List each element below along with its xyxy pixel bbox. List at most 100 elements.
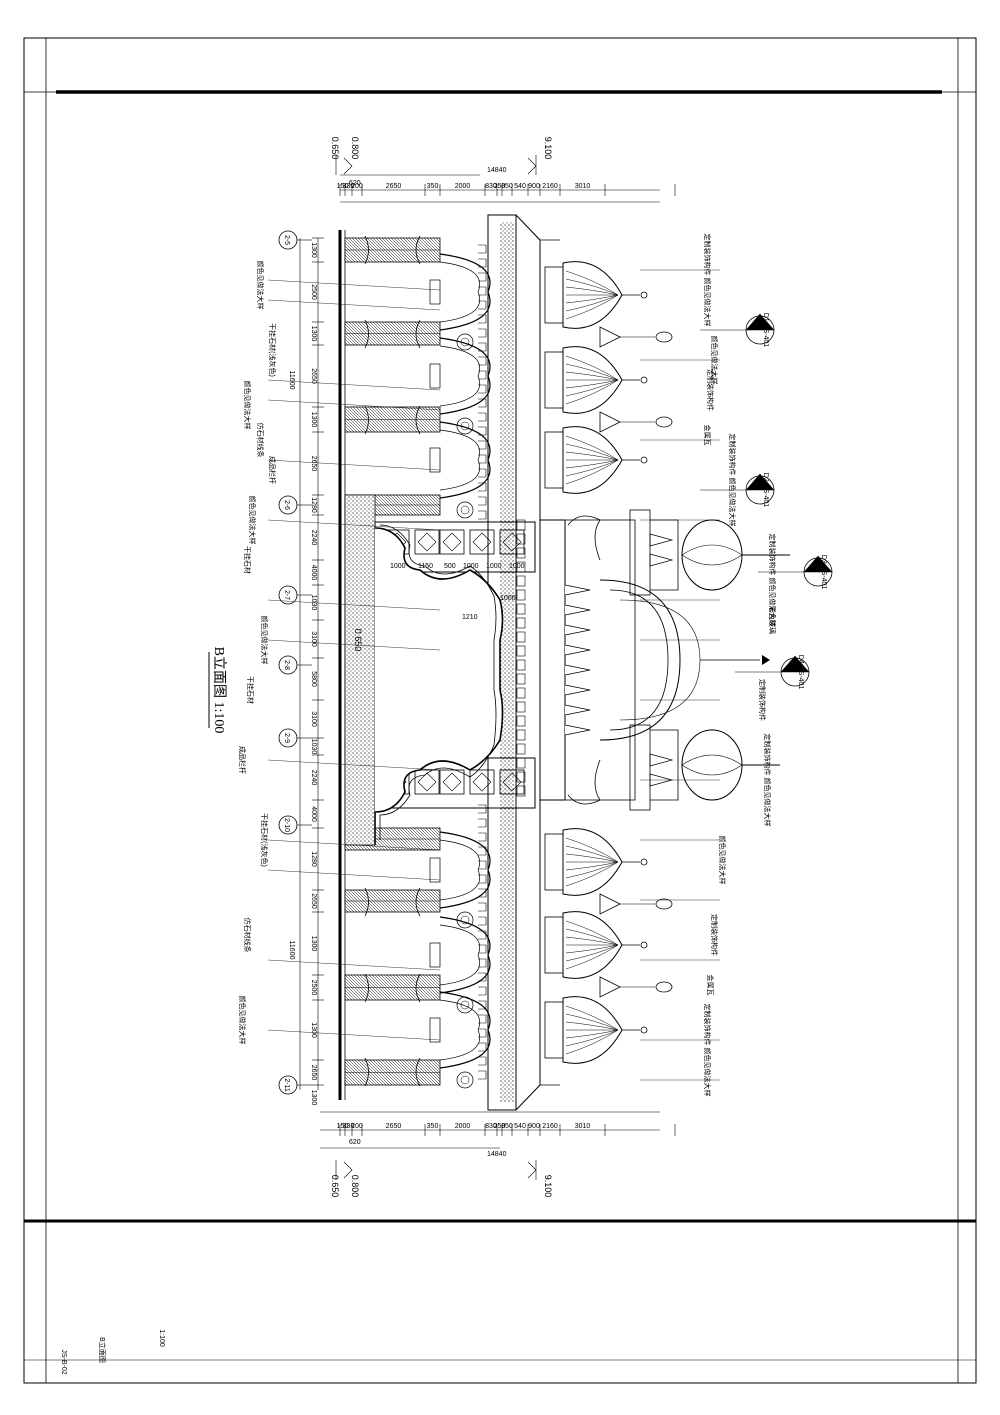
top-seg-dim-12: 3010 <box>575 183 591 190</box>
elev-mark-0650-top: 0.650 <box>330 137 340 160</box>
annotation-left-3: 仿石材线条 <box>256 423 265 458</box>
bot-seg-dim-4: 350 <box>427 1123 439 1130</box>
arch-3 <box>439 831 491 909</box>
annotation-left-0: 颜色见做法大样 <box>256 261 265 310</box>
top-seg-dim-3: 2650 <box>386 183 402 190</box>
top-seg-dim-8: 850 <box>501 183 513 190</box>
building-elevation: 0.650 1000 1150 <box>267 214 790 1111</box>
bottom-overall-dim: 14840 <box>487 1151 507 1158</box>
left-dim-8: 4000 <box>310 565 317 581</box>
bottom-620-dim: 620 <box>349 1139 361 1146</box>
title-block: 1:100 B立面图 JS-B-02 <box>60 1329 165 1375</box>
top-overall-dim: 14840 <box>487 167 507 174</box>
callout-label-2: D3 DS-401 <box>820 555 827 590</box>
top-seg-dim-11: 2160 <box>542 183 558 190</box>
left-dim-5: 2650 <box>310 456 317 472</box>
left-dim-21: 2650 <box>310 1065 317 1081</box>
elev-mark-0650-bottom: 0.650 <box>330 1175 340 1198</box>
axis-label-2-11: 2-11 <box>283 1078 290 1092</box>
panel-dim-2: 500 <box>444 563 456 570</box>
left-dim-11: 5800 <box>310 671 317 687</box>
annotation-left-4: 成品栏杆 <box>268 456 277 484</box>
annotation-right-7: 定制装饰构件 <box>758 679 767 721</box>
left-dim-15: 4000 <box>310 806 317 822</box>
annotation-right-8: 定制装饰构件 颜色见做法大样 <box>763 734 772 827</box>
axis-label-2-7: 2-7 <box>283 590 290 600</box>
top-seg-dim-6: 830 <box>485 183 497 190</box>
left-dim-18: 1300 <box>310 936 317 952</box>
annotation-left-1: 干挂石材(浅灰色) <box>268 323 277 377</box>
arch-4 <box>439 916 491 994</box>
detail-callouts: D1 DS-401 D2 DS-401 D3 DS-401 D4 DS-401 <box>700 313 833 690</box>
sheet-border <box>23 37 977 1384</box>
left-dim-2: 1300 <box>310 326 317 342</box>
axis-label-2-6: 2-6 <box>283 500 290 510</box>
bot-seg-dim-11: 2160 <box>542 1123 558 1130</box>
left-dim-4: 1300 <box>310 412 317 428</box>
left-grid-dimensions: 1300 2500 1300 2650 1300 2650 1280 2240 4000 1030… <box>288 237 324 1106</box>
bot-seg-dim-8: 850 <box>501 1123 513 1130</box>
annotations-right: 定制装饰构件 颜色见做法大样颜色见做法大样定制装饰构件金属瓦定制装饰构件 颜色见… <box>703 234 777 1097</box>
annotation-right-12: 定制装饰构件 颜色见做法大样 <box>703 1004 712 1097</box>
top-seg-dim-0: 150 <box>337 183 349 190</box>
callout-label-1: D2 DS-401 <box>762 473 769 508</box>
left-dim-6: 1280 <box>310 497 317 513</box>
left-dim-17: 2650 <box>310 893 317 909</box>
arch-dim-0: 1210 <box>462 614 478 621</box>
annotation-left-2: 颜色见做法大样 <box>243 381 252 430</box>
bot-seg-dim-2: 200 <box>351 1123 363 1130</box>
bot-seg-dim-5: 2000 <box>455 1123 471 1130</box>
group-dim-top: 11600 <box>288 371 295 390</box>
bot-seg-dim-10: 900 <box>528 1123 540 1130</box>
annotations-left: 颜色见做法大样干挂石材(浅灰色)颜色见做法大样仿石材线条成品栏杆颜色见做法大样干… <box>238 261 277 1045</box>
panel-dim-4: 1000 <box>486 563 502 570</box>
top-620-dim: 620 <box>349 180 361 187</box>
annotation-left-12: 颜色见做法大样 <box>238 996 247 1045</box>
top-seg-dim-10: 900 <box>528 183 540 190</box>
left-dim-3: 2650 <box>310 368 317 384</box>
bot-seg-dim-1: 330 <box>343 1123 355 1130</box>
annotation-right-0: 定制装饰构件 颜色见做法大样 <box>703 234 712 327</box>
top-seg-dim-4: 350 <box>427 183 439 190</box>
top-seg-dim-7: 250 <box>494 183 506 190</box>
annotation-left-11: 仿石材线条 <box>243 918 252 953</box>
callout-label-3: D4 DS-401 <box>797 655 804 690</box>
bottom-elevation-marks: 0.650 0.800 9.100 <box>330 1160 553 1197</box>
left-dim-0: 1300 <box>310 242 317 258</box>
central-block: 0.650 <box>344 494 790 846</box>
left-dim-14: 2240 <box>310 770 317 786</box>
annotation-left-6: 干挂石材 <box>243 546 252 574</box>
group-dim-bottom: 11600 <box>288 941 295 960</box>
left-dim-12: 3100 <box>310 711 317 727</box>
panel-dims: 1000 1150 500 1000 1000 1000 1210 1000 <box>390 563 525 621</box>
annotation-left-8: 干挂石材 <box>246 676 255 704</box>
title-block-drawing-name: B立面图 <box>98 1337 107 1363</box>
annotation-left-5: 颜色见做法大样 <box>248 496 257 545</box>
left-dim-19: 2500 <box>310 980 317 996</box>
annotation-left-7: 颜色见做法大样 <box>260 616 269 665</box>
axis-label-2-10: 2-10 <box>283 818 290 832</box>
left-dim-16: 1280 <box>310 851 317 867</box>
axis-label-2-9: 2-9 <box>283 733 290 743</box>
top-seg-dim-1: 330 <box>343 183 355 190</box>
bot-seg-dim-12: 3010 <box>575 1123 591 1130</box>
main-cusped-arch <box>374 527 504 845</box>
annotation-right-10: 定制装饰构件 <box>710 914 719 956</box>
annotation-right-5: 定制装饰构件 颜色见做法大样 <box>768 534 777 627</box>
annotation-left-9: 成品栏杆 <box>238 746 247 774</box>
annotation-right-9: 颜色见做法大样 <box>718 836 727 885</box>
title-block-scale: 1:100 <box>158 1329 165 1347</box>
bot-seg-dim-6: 830 <box>485 1123 497 1130</box>
left-dim-1: 2500 <box>310 284 317 300</box>
left-dim-22: 1300 <box>310 1090 317 1106</box>
callout-label-0: D1 DS-401 <box>762 313 769 348</box>
bot-seg-dim-0: 150 <box>337 1123 349 1130</box>
bot-seg-dim-9: 540 <box>514 1123 526 1130</box>
center-level-mark: 0.650 <box>353 629 363 652</box>
left-dim-20: 1300 <box>310 1022 317 1038</box>
title-block-drawing-no: JS-B-02 <box>60 1349 67 1374</box>
left-dim-13: 1030 <box>310 739 317 755</box>
